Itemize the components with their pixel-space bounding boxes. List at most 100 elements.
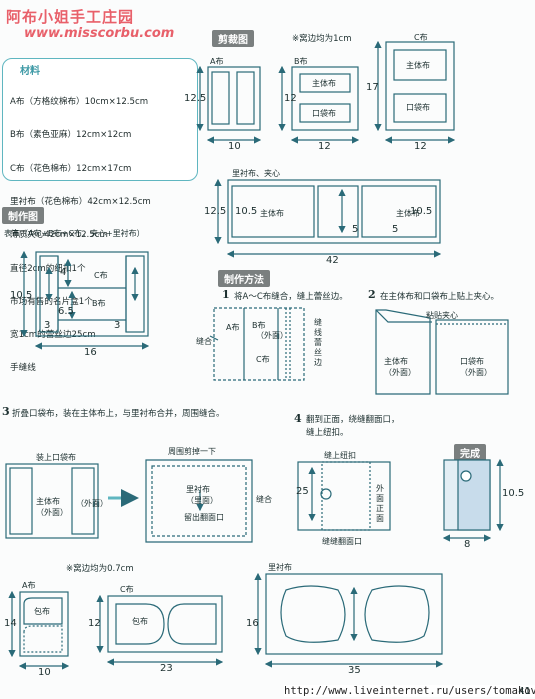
watermark-url: http://www.liveinternet.ru/users/tomakov… bbox=[284, 685, 535, 697]
site-logo: 阿布小姐手工庄园 bbox=[6, 8, 135, 26]
material-item: 宽1cm的蕾丝边25cm bbox=[10, 330, 96, 341]
s1-label-seam: 缝合 bbox=[196, 337, 212, 346]
step-2-drawing bbox=[375, 309, 509, 395]
seam-note-1cm: ※窝边均为1cm bbox=[292, 34, 352, 44]
dim-b-h: 12 bbox=[284, 93, 297, 104]
dim-diag-3a: 3 bbox=[44, 320, 51, 331]
s3-label-pocket-top: 装上口袋布 bbox=[36, 453, 76, 462]
dim-d3: 5 bbox=[352, 224, 359, 235]
dim-done-h: 10.5 bbox=[502, 488, 525, 499]
material-item: 手缝线 bbox=[10, 363, 36, 374]
step-3-text: 折叠口袋布，装在主体布上，与里衬布合并，周围缝合。 bbox=[12, 409, 225, 419]
cut-piece-b bbox=[278, 65, 360, 144]
s1-label-lace: 缝线蕾丝边 bbox=[314, 318, 322, 367]
s2-label-pocket: 口袋布 （外面） bbox=[460, 357, 492, 377]
dim-diag-65: 6.5 bbox=[58, 306, 74, 317]
cut-piece-c bbox=[374, 40, 456, 144]
bp2-label-c: C布 bbox=[120, 585, 134, 594]
s3-label-corner: 周围剪掉一下 bbox=[168, 447, 216, 456]
dim-p1-h: 14 bbox=[4, 618, 17, 629]
done-heading: 完成 bbox=[454, 444, 486, 461]
dim-diag-3b: 3 bbox=[114, 320, 121, 331]
bp1-label-a: A布 bbox=[22, 581, 36, 590]
diagram-heading: 制作图 bbox=[2, 207, 44, 224]
s4-label-outer-face: 外面正面 bbox=[376, 484, 384, 523]
label-c-cloth: C布 bbox=[414, 33, 428, 42]
label-main-lin: 主体布 bbox=[260, 209, 284, 218]
step-2-number: 2 bbox=[368, 288, 376, 301]
dim-p3-h: 16 bbox=[246, 618, 259, 629]
step-1-number: 1 bbox=[222, 288, 230, 301]
dim-lin-h: 12.5 bbox=[204, 206, 227, 217]
dim-d4: 5 bbox=[392, 224, 399, 235]
dim-p2-h: 12 bbox=[88, 618, 101, 629]
step-4-text: 翻到正面，绕缝翻面口， 缝上纽扣。 bbox=[306, 415, 400, 438]
step-4-drawing bbox=[297, 461, 391, 531]
dim-p1-w: 10 bbox=[38, 667, 51, 678]
diag-label-c: C布 bbox=[94, 271, 108, 280]
dim-diag-4: 4 bbox=[60, 267, 67, 278]
cut-chart-heading: 剪裁图 bbox=[212, 30, 254, 47]
step-1-drawing bbox=[209, 307, 305, 381]
bottom-piece-c bbox=[96, 594, 224, 666]
label-pocket-b: 口袋布 bbox=[312, 109, 336, 118]
site-url: www.misscorbu.com bbox=[24, 26, 175, 41]
step-1-text: 将A～C布缝合，缝上蕾丝边。 bbox=[234, 292, 348, 302]
dim-lin-w: 42 bbox=[326, 255, 339, 266]
s2-label-main: 主体布 （外面） bbox=[384, 357, 416, 377]
material-item: B布（素色亚麻）12cm×12cm bbox=[10, 130, 132, 141]
label-main-lin-2: 主体布 bbox=[396, 209, 420, 218]
s1-label-b: B布 bbox=[252, 321, 266, 330]
method-heading: 制作方法 bbox=[218, 270, 270, 287]
label-a-cloth: A布 bbox=[210, 57, 224, 66]
label-main-c: 主体布 bbox=[406, 61, 430, 70]
bp2-label-wrap: 包布 bbox=[132, 617, 148, 626]
page-number: 41 bbox=[518, 686, 531, 697]
s1-label-c: C布 bbox=[256, 355, 270, 364]
materials-box bbox=[2, 58, 198, 181]
assembly-diagram bbox=[20, 250, 150, 350]
dim-a-h: 12.5 bbox=[184, 93, 207, 104]
dim-d2: 10.5 bbox=[410, 206, 433, 217]
material-item: C布（花色棉布）12cm×17cm bbox=[10, 163, 132, 174]
material-item: 市场有售的名片盒1个 bbox=[10, 296, 93, 307]
material-item: 里衬布（花色棉布）42cm×12.5cm bbox=[10, 197, 151, 208]
dim-diag-h: 10.5 bbox=[10, 290, 33, 301]
dim-p2-w: 23 bbox=[160, 663, 173, 674]
s4-label-flip-edge: 缝缝翻面口 bbox=[322, 537, 362, 546]
s3-label-seam: 缝合 bbox=[256, 495, 272, 504]
s3-label-main: 主体布 （外面） bbox=[36, 497, 68, 517]
label-b-cloth: B布 bbox=[294, 57, 308, 66]
step-2-text: 在主体布和口袋布上贴上夹心。 bbox=[380, 292, 500, 302]
label-lining-core: 里衬布、夹心 bbox=[232, 169, 280, 178]
dim-done-w: 8 bbox=[464, 539, 471, 550]
dim-b-w: 12 bbox=[318, 141, 331, 152]
cut-piece-lining bbox=[214, 178, 442, 258]
dim-s4-25: 25 bbox=[296, 486, 309, 497]
step-4-number: 4 bbox=[294, 412, 302, 425]
s3-label-outer: （外面） bbox=[76, 499, 108, 508]
s3-label-lining: 里衬布 （里面） bbox=[186, 485, 218, 505]
dim-diag-w: 16 bbox=[84, 347, 97, 358]
dim-d1: 10.5 bbox=[235, 206, 258, 217]
diagram-caption: 表布（A布+B布+C布，夹心+里衬布） bbox=[4, 229, 145, 238]
label-pocket-c: 口袋布 bbox=[406, 103, 430, 112]
dim-a-w: 10 bbox=[228, 141, 241, 152]
s2-label-core: 粘贴夹心 bbox=[426, 311, 458, 320]
s1-label-a: A布 bbox=[226, 323, 240, 332]
bottom-piece-lining bbox=[254, 572, 444, 668]
s1-label-outer: （外面） bbox=[256, 331, 288, 340]
diag-label-b: B布 bbox=[92, 299, 106, 308]
material-item: A布（方格纹棉布）10cm×12.5cm bbox=[10, 97, 149, 108]
materials-title: 材料 bbox=[20, 66, 40, 77]
bp1-label-wrap: 包布 bbox=[34, 607, 50, 616]
dim-p3-w: 35 bbox=[348, 665, 361, 676]
label-main-b: 主体布 bbox=[312, 79, 336, 88]
step-3-number: 3 bbox=[2, 405, 10, 418]
bp3-label-lining: 里衬布 bbox=[268, 563, 292, 572]
step-3-drawing bbox=[5, 459, 253, 543]
bottom-piece-a bbox=[8, 590, 70, 670]
finished-case-drawing bbox=[442, 458, 504, 542]
cut-piece-a bbox=[196, 65, 262, 144]
